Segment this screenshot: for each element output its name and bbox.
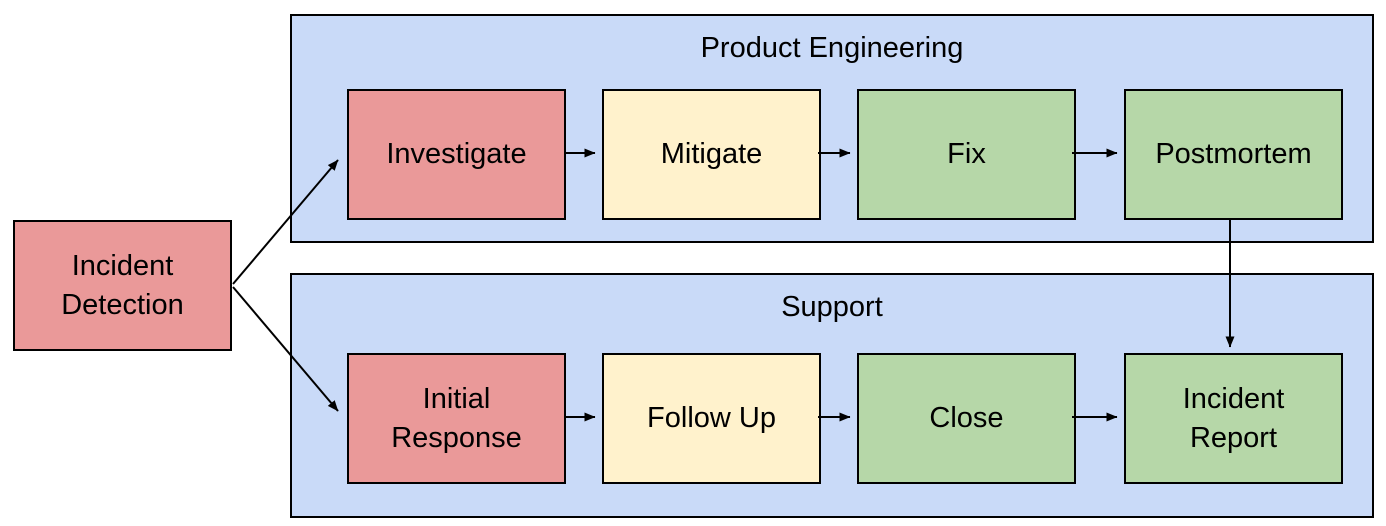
node-follow-up: Follow Up	[602, 353, 821, 484]
node-close: Close	[857, 353, 1076, 484]
lane-title-support: Support	[781, 291, 883, 323]
node-incident-report: Incident Report	[1124, 353, 1343, 484]
node-fix: Fix	[857, 89, 1076, 220]
node-mitigate: Mitigate	[602, 89, 821, 220]
node-initial-response: Initial Response	[347, 353, 566, 484]
node-postmortem: Postmortem	[1124, 89, 1343, 220]
lane-title-product-engineering: Product Engineering	[700, 32, 964, 64]
lane-product-engineering: Product Engineering Investigate Mitigate…	[290, 14, 1374, 243]
lane-support: Support Initial Response Follow Up Close…	[290, 273, 1374, 518]
node-investigate: Investigate	[347, 89, 566, 220]
node-incident-detection: Incident Detection	[13, 220, 232, 351]
